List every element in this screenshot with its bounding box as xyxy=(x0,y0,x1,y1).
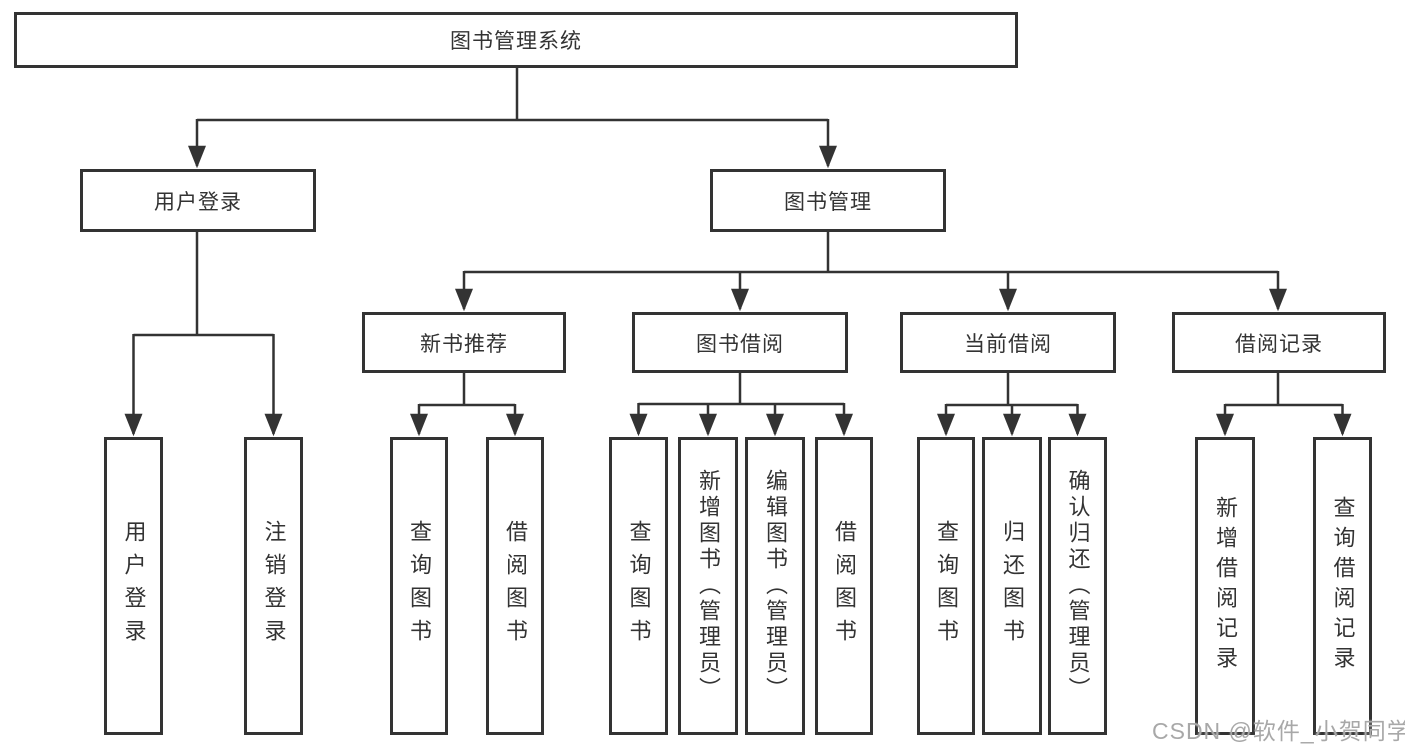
leaf-edit-book-admin: 编辑图书（管理员） xyxy=(745,437,805,735)
leaf-add-book-admin-label: 新增图书（管理员） xyxy=(696,469,721,703)
leaf-query-books-current: 查询图书 xyxy=(917,437,975,735)
leaf-query-books-recommend: 查询图书 xyxy=(390,437,448,735)
leaf-confirm-return-admin-label: 确认归还（管理员） xyxy=(1065,469,1091,703)
leaf-query-books-current-label: 查询图书 xyxy=(934,520,959,652)
leaf-borrow-books-recommend-label: 借阅图书 xyxy=(503,520,528,652)
leaf-edit-book-admin-label: 编辑图书（管理员） xyxy=(763,469,788,703)
leaf-borrow-books-borrowing-label: 借阅图书 xyxy=(832,520,857,652)
node-current-borrowing: 当前借阅 xyxy=(900,312,1116,373)
leaf-return-books: 归还图书 xyxy=(982,437,1042,735)
leaf-borrow-books-borrowing: 借阅图书 xyxy=(815,437,873,735)
node-borrowing-records: 借阅记录 xyxy=(1172,312,1386,373)
leaf-add-borrow-record-label: 新增借阅记录 xyxy=(1213,496,1238,676)
leaf-query-borrow-record-label: 查询借阅记录 xyxy=(1330,496,1356,676)
leaf-add-borrow-record: 新增借阅记录 xyxy=(1195,437,1255,735)
leaf-logout: 注销登录 xyxy=(244,437,303,735)
leaf-query-books-borrowing-label: 查询图书 xyxy=(626,520,652,652)
leaf-query-books-borrowing: 查询图书 xyxy=(609,437,668,735)
leaf-add-book-admin: 新增图书（管理员） xyxy=(678,437,738,735)
leaf-return-books-label: 归还图书 xyxy=(1000,520,1025,652)
node-book-management: 图书管理 xyxy=(710,169,946,232)
leaf-logout-label: 注销登录 xyxy=(261,520,287,652)
csdn-watermark: CSDN @软件_小贺同学 xyxy=(1152,718,1405,744)
node-new-book-recommend: 新书推荐 xyxy=(362,312,566,373)
node-book-borrowing: 图书借阅 xyxy=(632,312,848,373)
leaf-query-borrow-record: 查询借阅记录 xyxy=(1313,437,1372,735)
leaf-query-books-recommend-label: 查询图书 xyxy=(407,520,432,652)
node-user-login: 用户登录 xyxy=(80,169,316,232)
node-book-management-system: 图书管理系统 xyxy=(14,12,1018,68)
leaf-user-login-label: 用户登录 xyxy=(121,520,147,652)
leaf-user-login: 用户登录 xyxy=(104,437,163,735)
leaf-confirm-return-admin: 确认归还（管理员） xyxy=(1048,437,1107,735)
leaf-borrow-books-recommend: 借阅图书 xyxy=(486,437,544,735)
